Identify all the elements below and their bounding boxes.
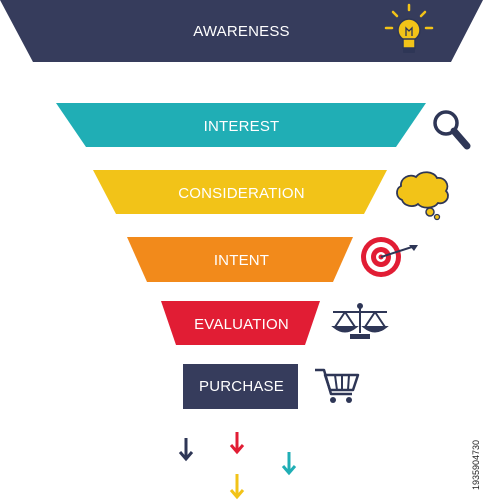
stage-label-interest: INTEREST xyxy=(203,118,280,135)
down-arrow-yellow xyxy=(229,474,245,500)
stage-label-consideration: CONSIDERATION xyxy=(178,185,305,202)
stage-label-intent: INTENT xyxy=(213,252,270,269)
stage-bar-intent xyxy=(127,237,353,282)
cart-icon xyxy=(315,368,360,403)
stage-label-awareness: AWARENESS xyxy=(193,23,290,40)
stage-bar-evaluation xyxy=(161,301,320,345)
stock-id-watermark: 1935904730 xyxy=(471,439,481,490)
thought-bubble-icon xyxy=(396,171,449,221)
stage-label-purchase: PURCHASE xyxy=(199,378,284,395)
lightbulb-icon xyxy=(384,3,434,53)
down-arrow-teal xyxy=(281,452,297,476)
down-arrow-navy xyxy=(178,438,194,462)
stage-bar-awareness xyxy=(0,0,483,62)
magnifier-icon xyxy=(433,110,471,150)
stage-bar-interest xyxy=(56,103,426,147)
stage-label-evaluation: EVALUATION xyxy=(194,316,289,333)
target-icon xyxy=(361,237,418,277)
stage-bar-purchase xyxy=(183,364,298,409)
down-arrow-red xyxy=(229,432,245,455)
scale-icon xyxy=(331,303,389,339)
stage-bar-consideration xyxy=(93,170,387,214)
